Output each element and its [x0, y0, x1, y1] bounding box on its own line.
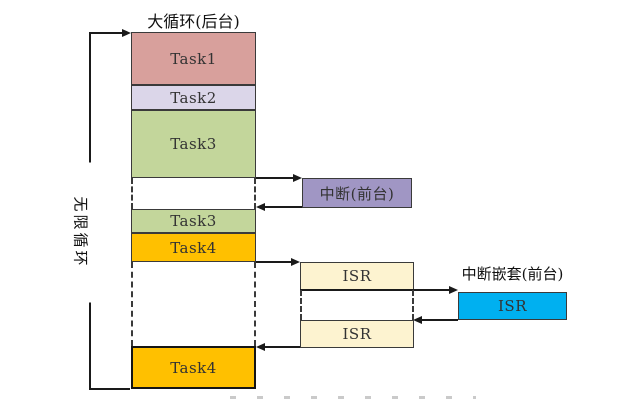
nested-interrupt-title: 中断嵌套(前台): [461, 265, 564, 283]
isr-return-arrow-line: [264, 346, 300, 348]
task3-label: Task3: [170, 135, 217, 153]
task2-label: Task2: [170, 88, 217, 107]
interrupt-return-arrow-line: [264, 206, 302, 208]
interrupt-label: 中断(前台): [319, 184, 395, 203]
task1-block: Task1: [131, 32, 256, 85]
loop-line-bottom: [89, 388, 130, 390]
task3-block: Task3: [131, 110, 256, 178]
loop-line-top: [89, 32, 122, 34]
gap2-right-dashed-edge: [254, 262, 256, 346]
task4-resume-label: Task4: [170, 358, 217, 377]
nested-return-arrowhead-icon: [413, 316, 422, 324]
nested-return-arrow-line: [422, 319, 458, 321]
isr-return-arrowhead-icon: [256, 343, 265, 351]
isr-gap-right-dashed-edge: [412, 290, 414, 320]
clipped-caption-marks: [230, 396, 476, 399]
task4-resume-block: Task4: [131, 346, 256, 389]
isr-first-label: ISR: [342, 267, 372, 285]
task3-resume-label: Task3: [170, 212, 217, 230]
interrupt-return-arrowhead-icon: [256, 203, 265, 211]
interrupt-entry-arrowhead-icon: [293, 174, 302, 182]
gap2-left-dashed-edge: [131, 262, 133, 346]
isr-nested-label: ISR: [498, 297, 527, 315]
loop-arrowhead-icon: [122, 29, 131, 37]
nested-entry-arrow-line: [300, 289, 450, 291]
task1-label: Task1: [170, 49, 217, 68]
isr-entry-arrow-line: [256, 261, 292, 263]
isr-second-label: ISR: [342, 325, 372, 343]
isr-entry-arrowhead-icon: [291, 258, 300, 266]
interrupt-block: 中断(前台): [302, 178, 412, 208]
gap1-left-dashed-edge: [131, 178, 133, 209]
nested-entry-arrowhead-icon: [449, 286, 458, 294]
task4-label: Task4: [170, 238, 217, 257]
interrupt-entry-arrow-line: [256, 177, 294, 179]
task2-block: Task2: [131, 85, 256, 110]
task3-resume-block: Task3: [131, 209, 256, 233]
isr-gap-left-dashed-edge: [300, 290, 302, 320]
big-loop-title: 大循环(后台): [147, 12, 240, 31]
isr-nested-block: ISR: [458, 292, 567, 320]
infinite-loop-label: 无限循环: [70, 162, 92, 303]
gap1-right-dashed-edge: [254, 178, 256, 209]
task4-block: Task4: [131, 233, 256, 262]
isr-first-block: ISR: [300, 262, 414, 290]
isr-second-block: ISR: [300, 320, 414, 348]
